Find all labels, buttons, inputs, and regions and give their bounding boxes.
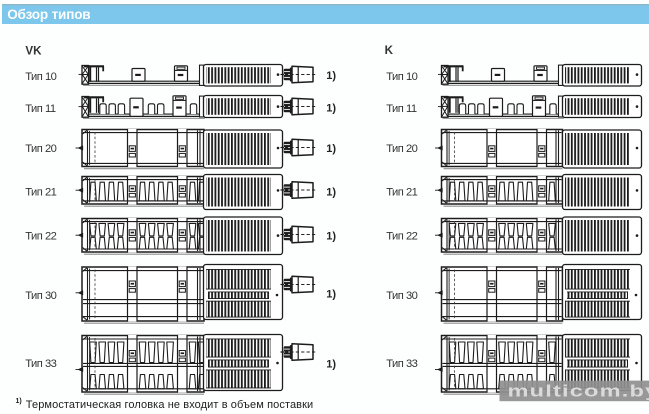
svg-text:1): 1) bbox=[326, 289, 336, 301]
svg-text:Обзор типов: Обзор типов bbox=[7, 7, 90, 22]
svg-text:Тип 10: Тип 10 bbox=[25, 71, 56, 83]
svg-text:Тип 22: Тип 22 bbox=[25, 231, 56, 243]
svg-text:1): 1) bbox=[16, 398, 22, 405]
svg-text:Термостатическая головка не вх: Термостатическая головка не входит в объ… bbox=[26, 399, 313, 411]
svg-text:Тип 20: Тип 20 bbox=[25, 143, 56, 155]
svg-text:1): 1) bbox=[326, 231, 336, 243]
svg-text:Тип 30: Тип 30 bbox=[386, 290, 417, 302]
svg-text:1): 1) bbox=[326, 359, 336, 371]
svg-text:Тип 33: Тип 33 bbox=[386, 358, 417, 370]
svg-text:Тип 10: Тип 10 bbox=[386, 71, 417, 83]
svg-text:Тип 33: Тип 33 bbox=[25, 358, 56, 370]
svg-text:Тип 30: Тип 30 bbox=[25, 290, 56, 302]
svg-text:Тип 22: Тип 22 bbox=[386, 231, 417, 243]
svg-text:Тип 20: Тип 20 bbox=[386, 143, 417, 155]
svg-text:multicom.by: multicom.by bbox=[508, 382, 649, 401]
svg-text:Тип 11: Тип 11 bbox=[25, 103, 56, 115]
svg-text:1): 1) bbox=[326, 103, 336, 115]
svg-text:Тип 11: Тип 11 bbox=[386, 103, 417, 115]
svg-text:VK: VK bbox=[25, 44, 42, 57]
svg-text:1): 1) bbox=[326, 187, 336, 199]
svg-text:1): 1) bbox=[326, 70, 336, 82]
svg-text:1): 1) bbox=[326, 143, 336, 155]
svg-text:K: K bbox=[385, 44, 394, 57]
svg-text:Тип 21: Тип 21 bbox=[25, 187, 56, 199]
svg-text:Тип 21: Тип 21 bbox=[386, 187, 417, 199]
